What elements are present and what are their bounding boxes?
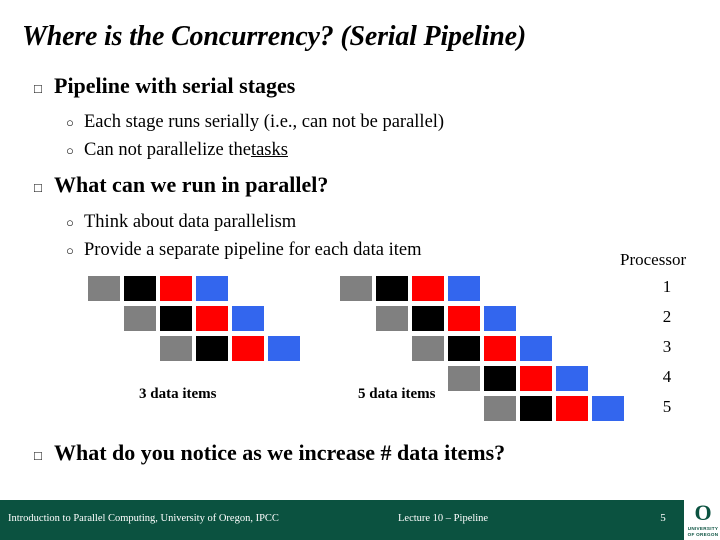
pipeline-diagram-3-data-items [88, 276, 338, 371]
bullet-text: Each stage runs serially (i.e., can not … [84, 112, 445, 132]
red-stage [484, 336, 516, 361]
red-stage [556, 396, 588, 421]
logo-o-mark: O [694, 500, 712, 525]
black-stage [376, 276, 408, 301]
gray-stage [448, 366, 480, 391]
blue-stage [592, 396, 624, 421]
processor-number-1: 1 [662, 277, 672, 296]
processor-number-2: 2 [662, 307, 672, 326]
footer-lecture-text: Lecture 10 – Pipeline [398, 513, 489, 524]
processor-number-5: 5 [662, 397, 672, 416]
bullet-text: What can we run in parallel? [54, 172, 329, 197]
square-bullet-icon: □ [34, 81, 42, 96]
bullet-provide-a-separate-pipeline: ○ Provide a separate pipeline for each d… [66, 238, 421, 263]
gray-stage [340, 276, 372, 301]
bullet-text: Provide a separate pipeline for each dat… [84, 240, 422, 260]
gray-stage [160, 336, 192, 361]
blue-stage [520, 336, 552, 361]
processor-number-4: 4 [662, 367, 672, 386]
diagram-label-5-data-items: 5 data items [358, 386, 436, 402]
footer-page-number: 5 [660, 512, 666, 524]
footer-bar [0, 500, 684, 540]
black-stage [520, 396, 552, 421]
bullet-what-can-we-run-in-parallel: □ What can we run in parallel? [34, 172, 328, 201]
red-stage [448, 306, 480, 331]
bullet-think-about-data-parallelism: ○ Think about data parallelism [66, 210, 296, 235]
bullet-text: Can not parallelize the [84, 140, 251, 160]
red-stage [520, 366, 552, 391]
circle-bullet-icon: ○ [66, 143, 74, 158]
red-stage [412, 276, 444, 301]
page-title: Where is the Concurrency? (Serial Pipeli… [22, 21, 526, 52]
pipeline-diagram-5-data-items [340, 276, 650, 431]
gray-stage [124, 306, 156, 331]
square-bullet-icon: □ [34, 448, 42, 463]
circle-bullet-icon: ○ [66, 215, 74, 230]
gray-stage [484, 396, 516, 421]
circle-bullet-icon: ○ [66, 115, 74, 130]
bullet-what-do-you-notice: □ What do you notice as we increase # da… [34, 440, 505, 469]
processor-legend-heading: Processor [620, 250, 687, 269]
diagram-label-3-data-items: 3 data items [139, 386, 217, 402]
blue-stage [448, 276, 480, 301]
gray-stage [376, 306, 408, 331]
processor-number-3: 3 [662, 337, 672, 356]
blue-stage [484, 306, 516, 331]
gray-stage [88, 276, 120, 301]
bullet-pipeline-with-serial-stages: □ Pipeline with serial stages [34, 73, 295, 102]
red-stage [160, 276, 192, 301]
blue-stage [232, 306, 264, 331]
blue-stage [268, 336, 300, 361]
black-stage [160, 306, 192, 331]
circle-bullet-icon: ○ [66, 243, 74, 258]
logo-line-1: UNIVERSITY [687, 526, 719, 531]
bullet-each-stage-runs-serially: ○ Each stage runs serially (i.e., can no… [66, 110, 444, 135]
square-bullet-icon: □ [34, 180, 42, 195]
footer-course-text: Introduction to Parallel Computing, Univ… [8, 513, 279, 524]
black-stage [448, 336, 480, 361]
red-stage [196, 306, 228, 331]
university-of-oregon-logo: O UNIVERSITY OF OREGON [686, 500, 720, 540]
black-stage [412, 306, 444, 331]
bullet-can-not-parallelize-the-tasks: ○ Can not parallelize the tasks [66, 138, 288, 163]
bullet-text: Think about data parallelism [84, 212, 297, 232]
bullet-text: What do you notice as we increase # data… [54, 440, 506, 465]
bullet-text: Pipeline with serial stages [54, 73, 296, 98]
gray-stage [412, 336, 444, 361]
black-stage [196, 336, 228, 361]
blue-stage [556, 366, 588, 391]
red-stage [232, 336, 264, 361]
logo-line-2: OF OREGON [687, 532, 719, 537]
black-stage [124, 276, 156, 301]
black-stage [484, 366, 516, 391]
blue-stage [196, 276, 228, 301]
bullet-text-underlined: tasks [250, 140, 288, 160]
